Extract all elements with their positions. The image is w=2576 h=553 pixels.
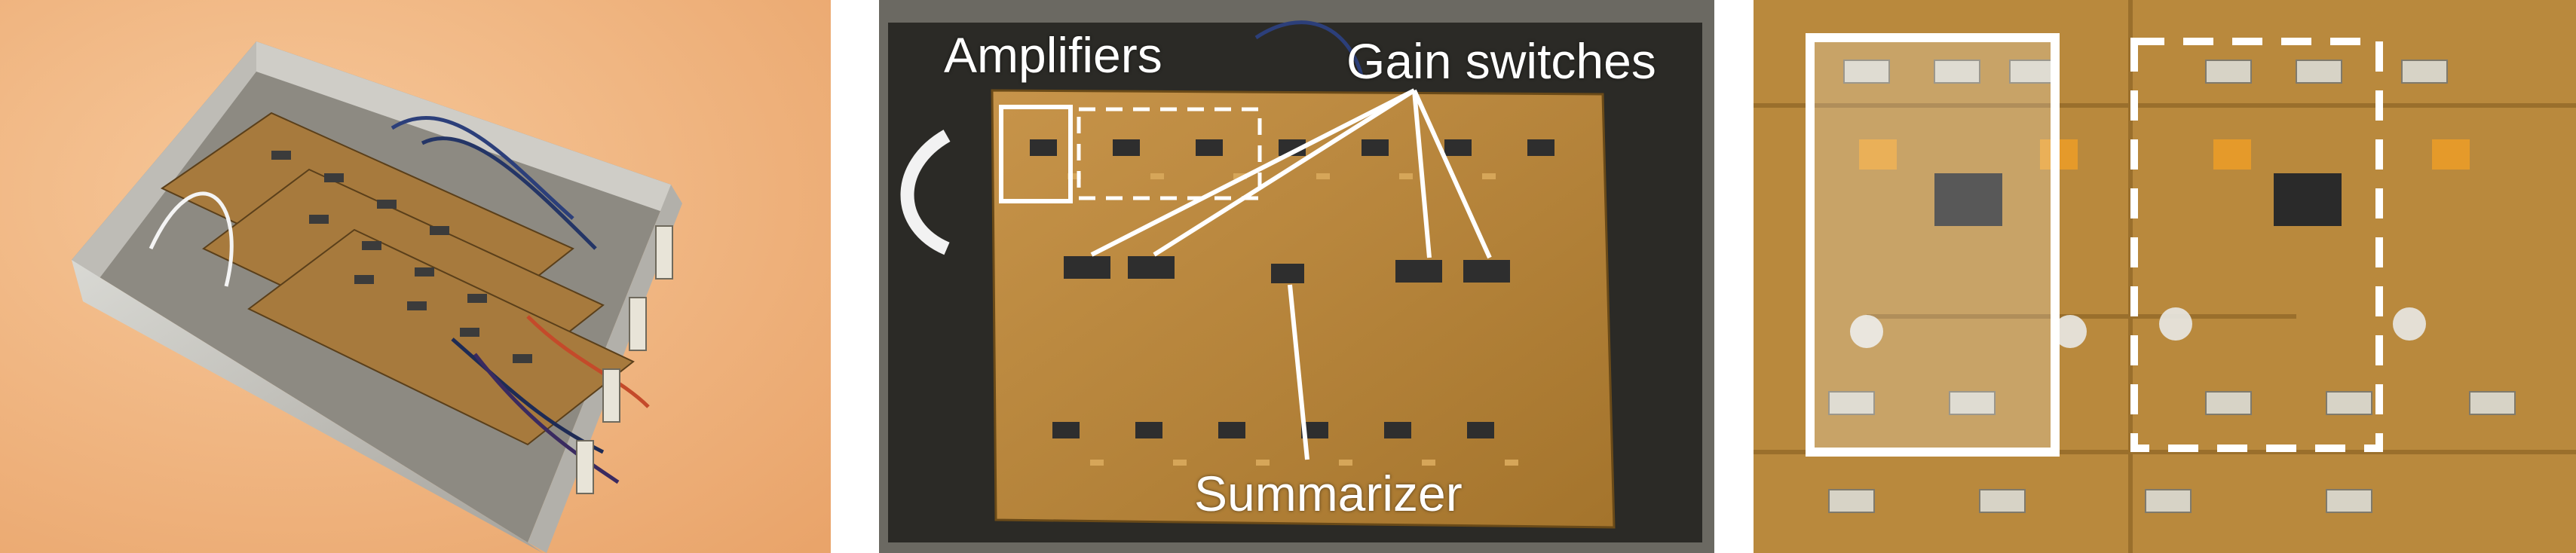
pcb-image bbox=[879, 0, 1714, 553]
gain-switches-label: Gain switches bbox=[1346, 33, 1656, 89]
channel-dashed-box bbox=[2130, 38, 2383, 452]
pcb-photo: Amplifiers Gain switches Summarizer bbox=[879, 0, 1714, 553]
enclosure-image bbox=[0, 0, 831, 553]
gain-pointer-1 bbox=[1090, 88, 1416, 257]
amplifier-highlight-box bbox=[999, 105, 1073, 203]
closeup-chip-left bbox=[1934, 173, 2002, 226]
summarizer-label: Summarizer bbox=[1194, 466, 1463, 521]
summarizer-pointer bbox=[1288, 284, 1309, 460]
gain-pointer-2 bbox=[1153, 88, 1416, 257]
closeup-image bbox=[1754, 0, 2576, 553]
amplifier-dashed-box bbox=[1077, 107, 1262, 200]
gain-pointer-3 bbox=[1412, 90, 1432, 258]
gain-pointer-4 bbox=[1412, 89, 1492, 259]
closeup-photo bbox=[1754, 0, 2576, 553]
channel-solid-box bbox=[1806, 33, 2060, 457]
amplifiers-label: Amplifiers bbox=[944, 27, 1162, 83]
closeup-chip-right bbox=[2274, 173, 2342, 226]
enclosure-photo bbox=[0, 0, 831, 553]
